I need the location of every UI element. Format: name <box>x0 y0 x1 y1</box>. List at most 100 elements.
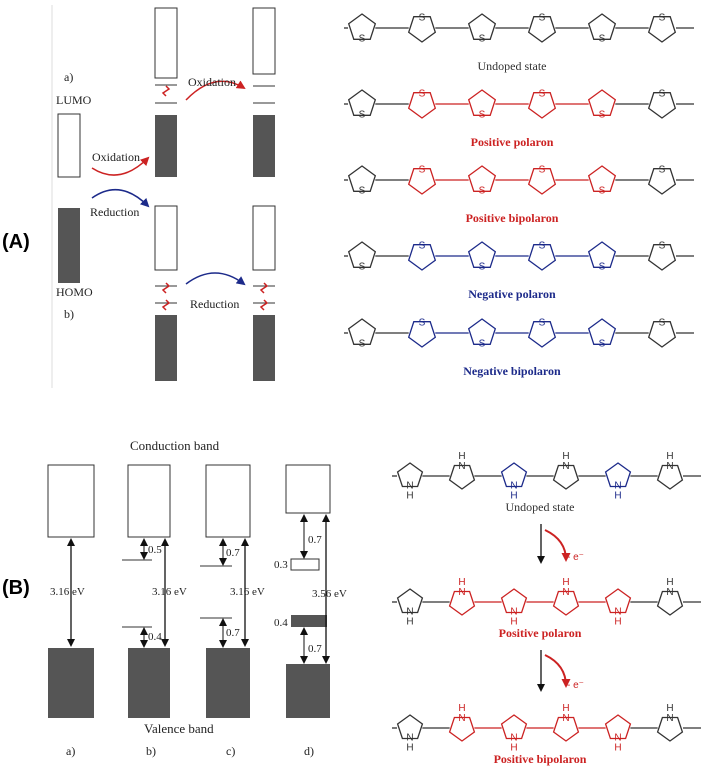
heteroatom-label: N <box>562 587 569 598</box>
ring-4 <box>587 89 617 116</box>
ring-4 <box>604 462 632 488</box>
ring-2 <box>467 13 497 40</box>
ring-0 <box>347 89 377 116</box>
heteroatom-label: S <box>539 12 546 23</box>
ring-2 <box>467 165 497 192</box>
heteroatom-label: S <box>419 240 426 251</box>
level-label-b-bottom: 0.4 <box>148 631 162 643</box>
heteroatom-label: N <box>406 606 413 617</box>
conduction-box-d <box>285 464 331 514</box>
ring-5 <box>656 716 684 742</box>
gap-label-d: 3.56 eV <box>312 588 347 600</box>
chain-caption: Undoped state <box>506 500 575 514</box>
heteroatom-label: N <box>562 713 569 724</box>
heteroatom-label: S <box>479 33 486 44</box>
heteroatom-label: S <box>479 261 486 272</box>
ring-0 <box>396 588 424 614</box>
heteroatom-label: N <box>614 480 621 491</box>
spin-arrow-icon <box>259 282 269 311</box>
chain-caption: Positive bipolaron <box>494 752 587 766</box>
electron-removal-arrow-icon <box>544 529 571 562</box>
ring-1 <box>448 716 476 742</box>
ring-4 <box>587 165 617 192</box>
ring-1 <box>407 321 437 348</box>
panel-a-label: (A) <box>2 231 30 253</box>
lumo-box-col2-top <box>154 7 178 79</box>
hydrogen-label: H <box>614 490 621 501</box>
heteroatom-label: N <box>406 480 413 491</box>
conduction-band-title: Conduction band <box>130 438 220 453</box>
bipolaron-band-d-upper <box>290 558 320 571</box>
hydrogen-label: H <box>666 703 673 714</box>
ring-3 <box>552 464 580 490</box>
heteroatom-label: S <box>659 317 666 328</box>
level-label-d-top: 0.7 <box>308 534 322 546</box>
lumo-box-col2-bottom <box>154 205 178 271</box>
heteroatom-label: S <box>419 12 426 23</box>
ring-0 <box>347 13 377 40</box>
electron-label-2: - e⁻ <box>567 680 584 691</box>
ring-1 <box>407 244 437 271</box>
ring-1 <box>448 590 476 616</box>
label-homo: HOMO <box>56 285 93 299</box>
hydrogen-label: H <box>614 742 621 753</box>
heteroatom-label: S <box>479 185 486 196</box>
ring-0 <box>396 462 424 488</box>
gap-label-b: 3.16 eV <box>152 586 187 598</box>
conduction-box-b <box>127 464 171 538</box>
hydrogen-label: H <box>510 742 517 753</box>
heteroatom-label: N <box>614 606 621 617</box>
gap-label-c: 3.16 eV <box>230 586 265 598</box>
label-lumo: LUMO <box>56 93 92 107</box>
ring-4 <box>587 241 617 268</box>
ring-2 <box>500 462 528 488</box>
chain-caption: Positive polaron <box>499 626 582 640</box>
homo-box-col2-bottom <box>155 315 177 381</box>
level-label-b-top: 0.5 <box>148 544 162 556</box>
label-oxidation-1: Oxidation <box>92 150 140 164</box>
electron-label-1: - e⁻ <box>567 552 584 563</box>
heteroatom-label: S <box>599 185 606 196</box>
heteroatom-label: S <box>539 317 546 328</box>
valence-band-title: Valence band <box>144 721 214 736</box>
heteroatom-label: S <box>359 185 366 196</box>
ring-3 <box>527 168 557 195</box>
heteroatom-label: S <box>659 240 666 251</box>
heteroatom-label: S <box>419 164 426 175</box>
heteroatom-label: N <box>406 732 413 743</box>
ring-2 <box>467 89 497 116</box>
conduction-box-c <box>205 464 251 538</box>
heteroatom-label: N <box>458 713 465 724</box>
heteroatom-label: S <box>359 109 366 120</box>
hydrogen-label: H <box>406 616 413 627</box>
ring-5 <box>656 464 684 490</box>
column-label-a: a) <box>66 744 75 758</box>
level-label-c-bottom: 0.7 <box>226 627 240 639</box>
hydrogen-label: H <box>562 451 569 462</box>
lumo-box-neutral <box>57 113 81 178</box>
heteroatom-label: S <box>659 12 666 23</box>
ring-4 <box>587 318 617 345</box>
heteroatom-label: S <box>599 109 606 120</box>
ring-5 <box>647 244 677 271</box>
valence-box-d <box>286 664 330 718</box>
heteroatom-label: S <box>419 317 426 328</box>
ring-0 <box>347 165 377 192</box>
ring-3 <box>552 590 580 616</box>
level-label-d-mid-lower: 0.4 <box>274 617 288 629</box>
gap-label-a: 3.16 eV <box>50 586 85 598</box>
panel-b-label: (B) <box>2 577 30 599</box>
hydrogen-label: H <box>510 490 517 501</box>
panel-b-band-diagram: Conduction band Valence band 3.16 eV a) … <box>47 438 347 758</box>
ring-5 <box>647 321 677 348</box>
valence-box-a <box>48 648 94 718</box>
level-label-d-bottom: 0.7 <box>308 643 322 655</box>
panel-a-band-diagram: a) LUMO HOMO b) Oxidation Reduction <box>56 7 276 381</box>
chain-caption: Positive bipolaron <box>466 211 559 225</box>
